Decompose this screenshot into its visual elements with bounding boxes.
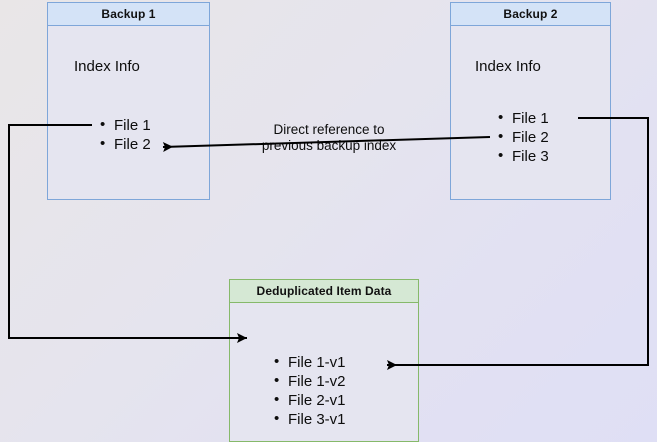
list-item: File 1-v1 <box>274 352 346 372</box>
dedup-file-list: File 1-v1 File 1-v2 File 2-v1 File 3-v1 <box>274 352 346 429</box>
deduplicated-item-data-box[interactable]: Deduplicated Item Data File 1-v1 File 1-… <box>229 279 419 442</box>
list-item: File 3 <box>498 146 549 166</box>
deduplicated-item-data-header: Deduplicated Item Data <box>229 279 419 303</box>
list-item: File 1 <box>100 115 151 135</box>
backup-2-file-list: File 1 File 2 File 3 <box>498 108 549 166</box>
list-item: File 2 <box>100 134 151 154</box>
backup-2-header: Backup 2 <box>450 2 611 26</box>
list-item: File 2 <box>498 127 549 147</box>
backup-1-index-info-label: Index Info <box>74 58 140 75</box>
backup-1-body: Index Info File 1 File 2 <box>47 26 210 200</box>
backup-2-index-info-label: Index Info <box>475 58 541 75</box>
backup-1-header: Backup 1 <box>47 2 210 26</box>
list-item: File 2-v1 <box>274 390 346 410</box>
list-item: File 3-v1 <box>274 409 346 429</box>
backup-1-file-list: File 1 File 2 <box>100 115 151 154</box>
backup-1-box[interactable]: Backup 1 Index Info File 1 File 2 <box>47 2 210 200</box>
deduplicated-item-data-body: File 1-v1 File 1-v2 File 2-v1 File 3-v1 <box>229 303 419 442</box>
list-item: File 1-v2 <box>274 371 346 391</box>
list-item: File 1 <box>498 108 549 128</box>
backup-2-box[interactable]: Backup 2 Index Info File 1 File 2 File 3 <box>450 2 611 200</box>
direct-reference-annotation: Direct reference to previous backup inde… <box>261 122 397 153</box>
backup-2-body: Index Info File 1 File 2 File 3 <box>450 26 611 200</box>
